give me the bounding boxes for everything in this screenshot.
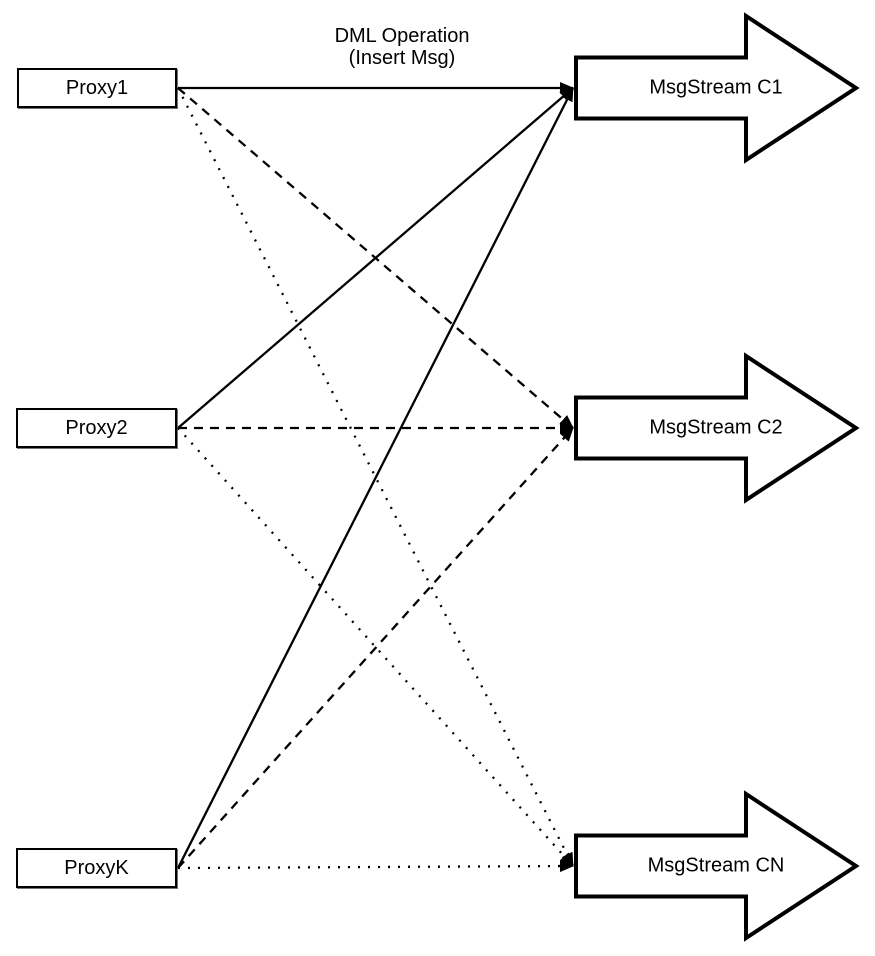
node-proxy2: Proxy2 (16, 408, 177, 448)
node-proxy1: Proxy1 (17, 68, 177, 108)
edge-proxy2-to-cn-dotted (177, 427, 574, 867)
node-proxy2-label: Proxy2 (65, 416, 128, 439)
stream-arrow-cn (574, 790, 860, 942)
diagram-title-line1: DML Operation (334, 25, 470, 47)
stream-cn-label: MsgStream CN (647, 854, 785, 877)
stream-c1-label: MsgStream C1 (649, 76, 783, 99)
edge-proxyk-to-cn-dotted (177, 860, 574, 873)
node-proxyk: ProxyK (16, 848, 177, 888)
diagram-title-line2: (Insert Msg) (348, 47, 456, 69)
edge-proxy2-to-c1-solid (177, 87, 574, 429)
node-proxy1-label: Proxy1 (65, 76, 129, 99)
connection-edges-group (176, 82, 575, 873)
diagram-title: DML Operation (Insert Msg) (335, 25, 470, 69)
stream-arrow-c2 (574, 352, 860, 504)
edge-proxyk-to-c2-dashed (177, 427, 574, 869)
node-proxyk-label: ProxyK (64, 856, 129, 879)
edge-proxyk-to-c1-solid (176, 87, 575, 869)
stream-c2-label: MsgStream C2 (649, 416, 783, 439)
stream-arrows-group (574, 12, 860, 942)
stream-arrow-c1 (574, 12, 860, 164)
